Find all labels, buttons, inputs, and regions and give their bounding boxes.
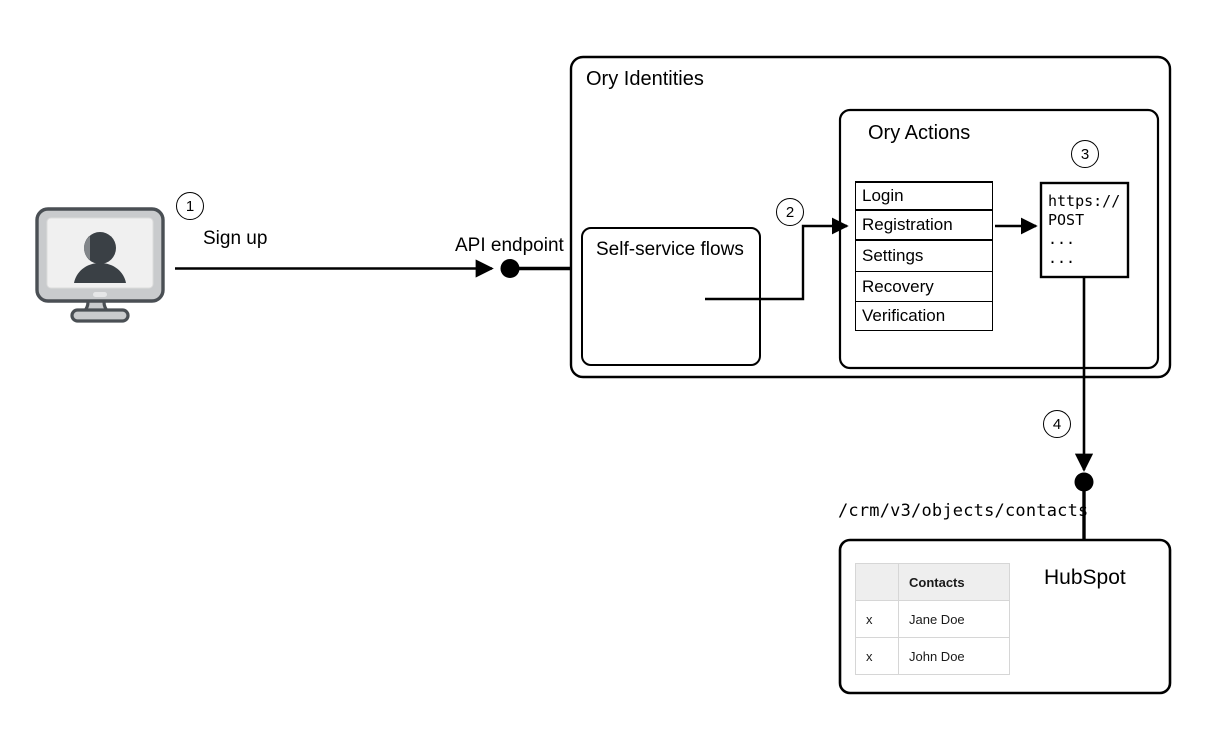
flow-item-label: Settings — [862, 246, 924, 265]
webhook-code-text: https:// POST ... ... — [1048, 192, 1120, 268]
flow-item-settings[interactable]: Settings — [855, 241, 993, 271]
flow-item-recovery[interactable]: Recovery — [855, 271, 993, 301]
row-mark: x — [855, 600, 899, 638]
step-badge-2: 2 — [776, 198, 804, 226]
column-header-mark — [855, 563, 899, 601]
step-badge-1: 1 — [176, 192, 204, 220]
ory-identities-title: Ory Identities — [586, 68, 704, 90]
user-monitor-icon — [35, 207, 165, 323]
flow-item-registration[interactable]: Registration — [855, 211, 993, 241]
webhook-code-line-1: https:// — [1048, 192, 1121, 210]
flow-item-verification[interactable]: Verification — [855, 301, 993, 331]
contacts-table: Contacts x Jane Doe x John Doe — [855, 563, 1010, 675]
flow-item-login[interactable]: Login — [855, 181, 993, 211]
row-name: John Doe — [898, 637, 1010, 675]
flow-item-label: Verification — [862, 306, 946, 325]
table-row[interactable]: x John Doe — [855, 637, 1010, 675]
table-row[interactable]: x Jane Doe — [855, 600, 1010, 638]
self-service-flows-box — [581, 227, 761, 366]
table-header-row: Contacts — [855, 563, 1010, 601]
webhook-code-line-3: ... — [1048, 230, 1076, 248]
api-endpoint-label: API endpoint — [455, 235, 564, 256]
step-badge-3: 3 — [1071, 140, 1099, 168]
webhook-code-box — [1039, 181, 1130, 279]
flow-item-label: Recovery — [862, 276, 934, 296]
webhook-code-line-2: POST — [1048, 211, 1085, 229]
step-badge-4: 4 — [1043, 410, 1071, 438]
webhook-code-line-4: ... — [1048, 249, 1076, 267]
sign-up-label: Sign up — [203, 228, 268, 249]
self-service-flows-title: Self-service flows — [596, 239, 744, 260]
flow-item-label: Login — [862, 186, 904, 205]
row-name: Jane Doe — [898, 600, 1010, 638]
flow-item-label: Registration — [862, 215, 953, 234]
api-endpoint-dot — [500, 259, 520, 278]
ory-actions-title: Ory Actions — [868, 122, 971, 144]
hubspot-endpoint-dot — [1074, 472, 1094, 492]
hubspot-title: HubSpot — [1044, 566, 1126, 589]
column-header-contacts: Contacts — [898, 563, 1010, 601]
row-mark: x — [855, 637, 899, 675]
flow-list: Login Registration Settings Recovery Ver… — [855, 181, 993, 331]
crm-path-label: /crm/v3/objects/contacts — [838, 501, 1089, 521]
selfservice-to-registration-arrow — [705, 217, 849, 301]
